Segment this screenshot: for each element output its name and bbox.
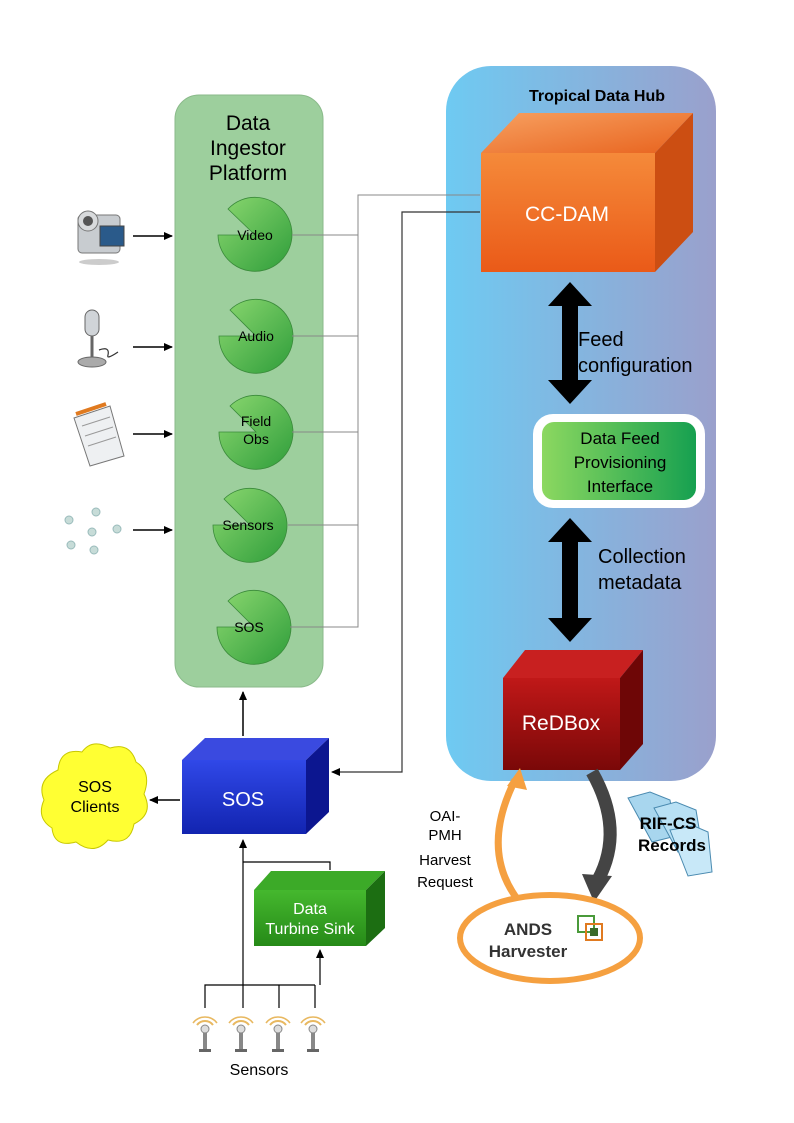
node-field-obs: Field Obs: [218, 394, 294, 470]
notepad-icon: [73, 402, 125, 467]
redbox-label: ReDBox: [522, 712, 601, 735]
node-sensors-label: Sensors: [222, 517, 273, 533]
node-video-label: Video: [237, 227, 273, 243]
ccdam-label: CC-DAM: [525, 203, 609, 226]
provisioning-label-2: Provisioning: [574, 453, 667, 472]
feed-config-label-2: configuration: [578, 355, 693, 377]
video-camera-icon: [77, 210, 125, 265]
source-arrows: [133, 232, 173, 534]
rifcs-label-1: RIF-CS: [640, 814, 697, 833]
provisioning-label-1: Data Feed: [580, 429, 659, 448]
collection-label-1: Collection: [598, 546, 686, 568]
sos-clients-cloud: SOS Clients: [40, 743, 148, 849]
redbox-box: ReDBox: [503, 650, 643, 770]
oai-label-2: PMH: [428, 827, 461, 844]
node-connectors: [288, 194, 480, 628]
ands-label-2: Harvester: [489, 942, 568, 961]
node-sensors: Sensors: [212, 487, 288, 563]
node-sos-label: SOS: [234, 619, 264, 635]
rifcs-label-2: Records: [638, 836, 706, 855]
collection-metadata-arrow: Collection metadata: [548, 518, 686, 642]
provisioning-interface-box: Data Feed Provisioning Interface: [533, 414, 705, 508]
ands-label-1: ANDS: [504, 920, 552, 939]
ands-logo-icon: [577, 915, 603, 941]
oai-harvest-arrow: [494, 778, 521, 903]
ands-harvester: ANDS Harvester: [457, 892, 643, 984]
provisioning-label-3: Interface: [587, 477, 653, 496]
node-sos: SOS: [216, 589, 292, 665]
node-field-obs-label-2: Obs: [243, 431, 269, 447]
sos-box-label: SOS: [222, 789, 264, 811]
records-arrow: [586, 768, 617, 884]
collection-label-2: metadata: [598, 572, 682, 594]
node-field-obs-label-1: Field: [241, 413, 271, 429]
turbine-label-1: Data: [293, 901, 327, 918]
node-audio: Audio: [218, 298, 294, 374]
oai-label-3: Harvest: [419, 852, 472, 869]
ccdam-box: CC-DAM: [481, 113, 693, 272]
feed-config-label-1: Feed: [578, 329, 624, 351]
platform-title-line-1: Data: [226, 112, 271, 135]
microphone-icon: [77, 309, 119, 368]
sos-box: SOS: [182, 738, 329, 834]
records-arrowhead: [582, 874, 612, 902]
data-turbine-sink-box: Data Turbine Sink: [254, 871, 385, 946]
oai-label-4: Request: [417, 874, 474, 891]
oai-label-1: OAI-: [430, 808, 461, 825]
node-video: Video: [217, 196, 293, 272]
sos-clients-label-1: SOS: [78, 779, 112, 796]
sos-clients-label-2: Clients: [71, 799, 120, 816]
platform-title-line-2: Ingestor: [210, 137, 286, 160]
sensor-dots-icon: [64, 507, 122, 555]
feed-config-arrow: Feed configuration: [548, 282, 693, 404]
hub-title: Tropical Data Hub: [529, 88, 665, 105]
ccdam-to-sos-line: [331, 211, 480, 776]
oai-pmh-label: OAI- PMH Harvest Request: [417, 808, 474, 891]
turbine-label-2: Turbine Sink: [265, 921, 355, 938]
node-audio-label: Audio: [238, 328, 274, 344]
rif-cs-label: RIF-CS Records: [638, 814, 706, 855]
sensors-label: Sensors: [230, 1062, 289, 1079]
documents-icon: [627, 791, 713, 877]
sensor-wiring: [204, 839, 331, 1008]
antenna-sensor-icon: [192, 1016, 326, 1052]
platform-title-line-3: Platform: [209, 162, 287, 185]
oai-harvest-arrowhead: [507, 768, 527, 790]
